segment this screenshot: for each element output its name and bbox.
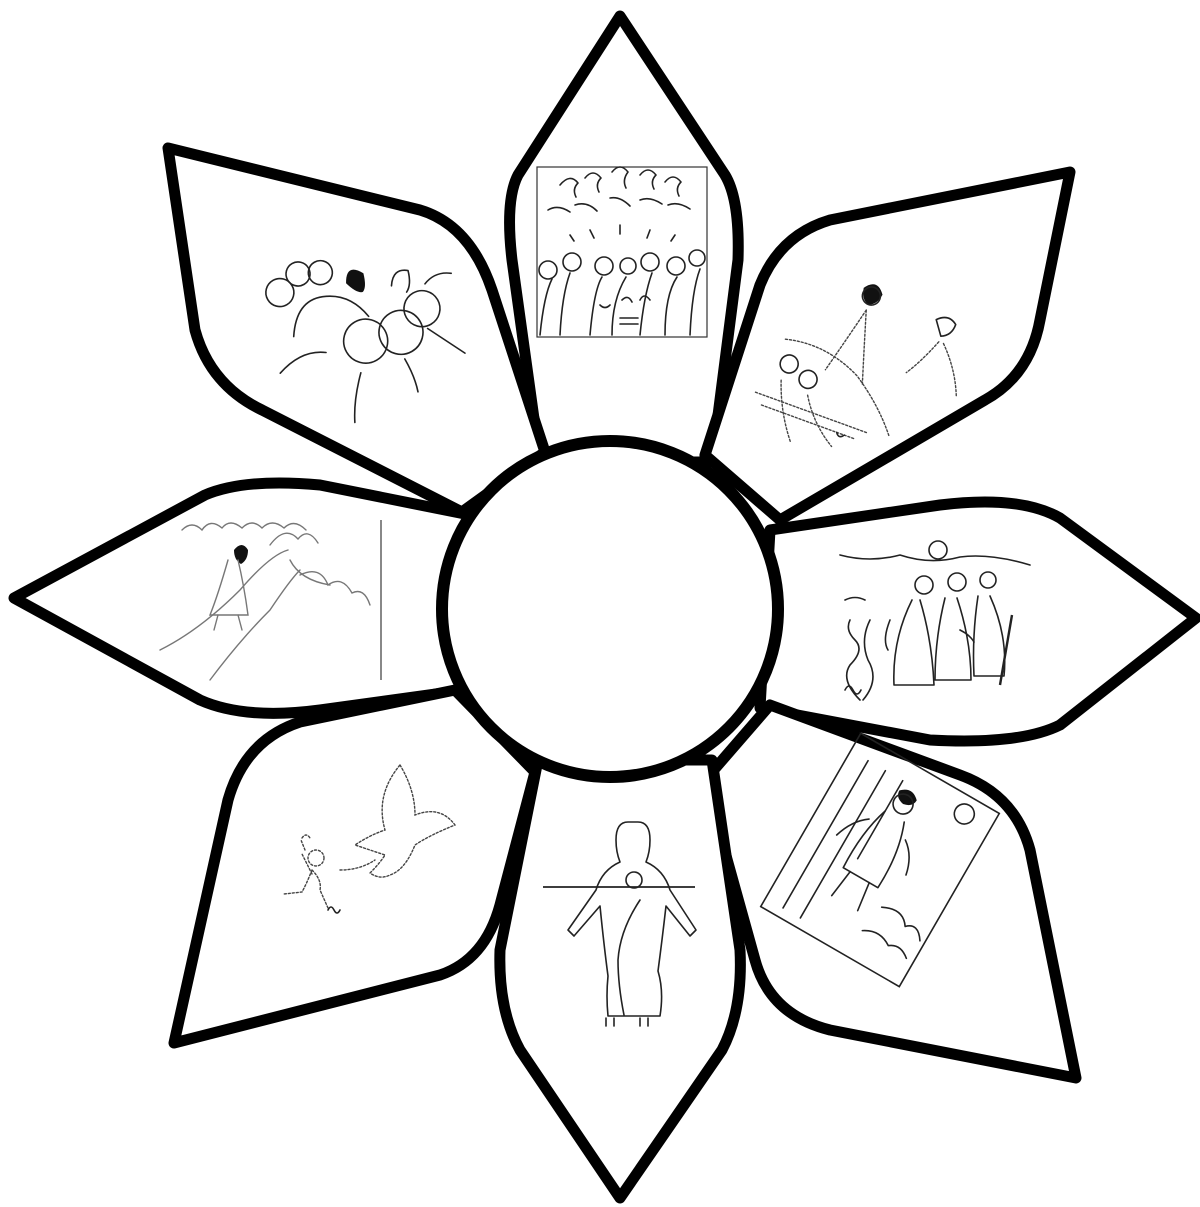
petal-right — [760, 502, 1196, 741]
flower-center — [442, 441, 778, 777]
petal-upper-right — [705, 172, 1070, 520]
petal-lower-left — [174, 690, 535, 1043]
petal-lower-right — [705, 705, 1076, 1078]
pentecost-flames-icon — [537, 167, 707, 337]
petal-upper-left — [168, 148, 545, 512]
petal-left — [14, 483, 470, 713]
